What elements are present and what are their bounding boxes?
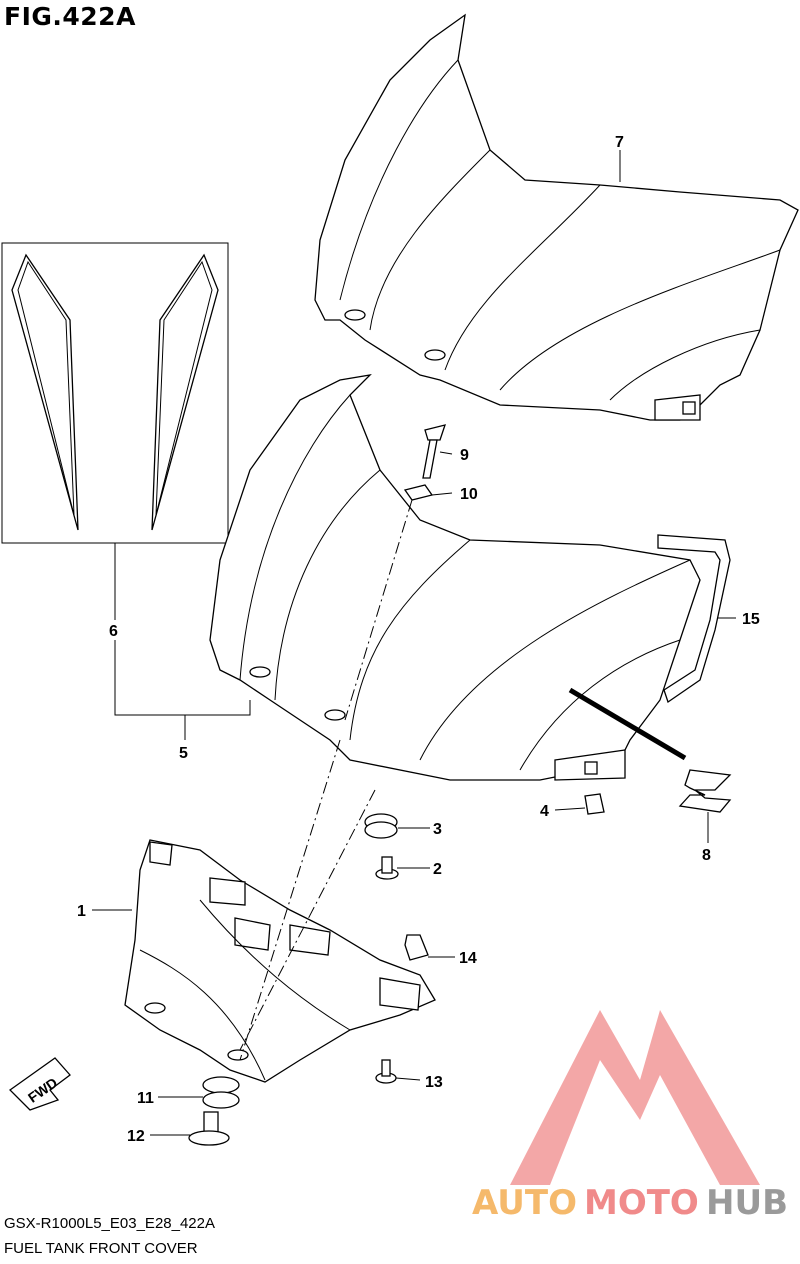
part-6-decal-set (1, 242, 229, 544)
watermark-hub: HUB (706, 1183, 788, 1223)
part-11-grommet (202, 1076, 240, 1109)
alignment-lines (239, 499, 413, 1061)
callout-2: 2 (433, 861, 442, 878)
part-8-emblem (678, 769, 732, 813)
watermark-auto: AUTO (472, 1183, 577, 1223)
callout-8: 8 (702, 847, 711, 864)
leader-lines (92, 150, 736, 1136)
figure-title: FIG.422A (4, 2, 136, 31)
callout-13: 13 (425, 1074, 443, 1091)
watermark-text: AUTO MOTO HUB (472, 1183, 788, 1223)
part-10-washer (403, 484, 434, 501)
callout-14: 14 (459, 950, 477, 967)
callout-4: 4 (540, 803, 549, 820)
callout-3: 3 (433, 821, 442, 838)
callout-10: 10 (460, 486, 478, 503)
figure-code: GSX-R1000L5_E03_E28_422A (4, 1215, 215, 1232)
callout-6: 6 (109, 623, 118, 640)
callout-5: 5 (179, 745, 188, 762)
part-2-collar (375, 856, 399, 880)
figure-description: FUEL TANK FRONT COVER (4, 1240, 198, 1257)
part-1-base-bracket (124, 839, 436, 1083)
fwd-arrow: FWD (8, 1057, 71, 1111)
callout-12: 12 (127, 1128, 145, 1145)
part-15-strip (657, 534, 731, 704)
part-9-bolt (422, 424, 446, 479)
part-5-front-cover (209, 374, 701, 781)
watermark-moto: MOTO (584, 1183, 699, 1223)
callout-15: 15 (742, 611, 760, 628)
part-12-collar (188, 1111, 230, 1146)
callout-7: 7 (615, 134, 624, 151)
part-3-grommet (364, 813, 398, 839)
part-14-collar (404, 934, 429, 961)
part-13-collar (375, 1059, 397, 1084)
part-4-clip (584, 793, 605, 815)
callout-11: 11 (137, 1090, 154, 1107)
watermark-logo (510, 1010, 760, 1185)
part-7-upper-cover (314, 13, 799, 421)
callout-9: 9 (460, 447, 469, 464)
callout-1: 1 (77, 903, 86, 920)
